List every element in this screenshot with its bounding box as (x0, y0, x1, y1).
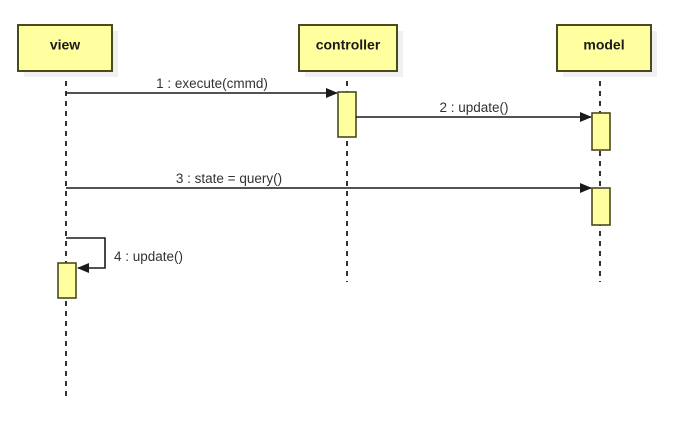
message-2[interactable]: 2 : update() (356, 100, 592, 122)
model-box[interactable] (556, 24, 652, 72)
message-4-label: 4 : update() (114, 249, 183, 264)
message-3-label: 3 : state = query() (176, 171, 282, 186)
view-box[interactable] (17, 24, 113, 72)
message-1[interactable]: 1 : execute(cmmd) (66, 76, 338, 98)
controller-activation-bar[interactable] (337, 91, 357, 138)
message-2-label: 2 : update() (439, 100, 508, 115)
message-4-self-loop-line (66, 237, 106, 273)
view-activation-bar[interactable] (57, 262, 77, 299)
controller-box[interactable] (298, 24, 398, 72)
model-activation-bar-1[interactable] (591, 112, 611, 151)
participant-controller[interactable]: controller (298, 24, 398, 72)
participant-model[interactable]: model (556, 24, 652, 72)
message-1-label: 1 : execute(cmmd) (156, 76, 268, 91)
view-box-label: view (50, 37, 80, 53)
message-4[interactable]: 4 : update() (66, 237, 183, 273)
model-box-label: model (583, 37, 624, 53)
message-3[interactable]: 3 : state = query() (66, 171, 592, 193)
participant-view[interactable]: view (17, 24, 113, 72)
lifelines-group (65, 71, 601, 398)
controller-box-label: controller (316, 37, 381, 53)
model-activation-bar-2[interactable] (591, 187, 611, 226)
